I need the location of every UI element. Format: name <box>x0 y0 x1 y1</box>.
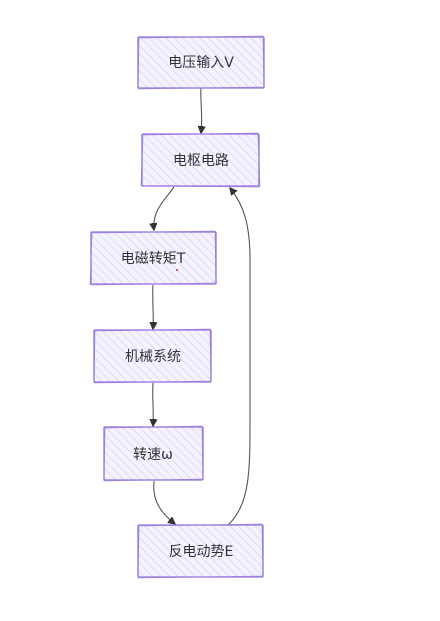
node-em-torque-label: 电磁转矩T <box>121 251 186 267</box>
edge-backemf-to-armature <box>227 188 251 526</box>
node-back-emf: 反电动势E <box>137 523 264 579</box>
edge-voltage-to-armature <box>201 87 202 133</box>
node-armature-circuit-label: 电枢电路 <box>173 153 229 169</box>
edge-speed-to-backemf <box>153 480 175 524</box>
node-voltage-input: 电压输入V <box>137 35 265 90</box>
node-speed-label: 转速ω <box>133 447 173 463</box>
edge-mechanical-to-speed <box>153 382 154 426</box>
edge-armature-to-torque <box>154 186 175 230</box>
edge-torque-to-mechanical <box>153 284 154 329</box>
stray-dot <box>176 269 178 271</box>
edges <box>153 87 251 526</box>
node-back-emf-label: 反电动势E <box>169 544 234 560</box>
node-speed: 转速ω <box>103 425 204 482</box>
node-em-torque: 电磁转矩T <box>89 230 217 286</box>
node-armature-circuit: 电枢电路 <box>140 132 261 188</box>
node-mechanical-system-label: 机械系统 <box>125 349 181 365</box>
node-mechanical-system: 机械系统 <box>93 328 212 384</box>
node-voltage-input-label: 电压输入V <box>168 55 234 71</box>
